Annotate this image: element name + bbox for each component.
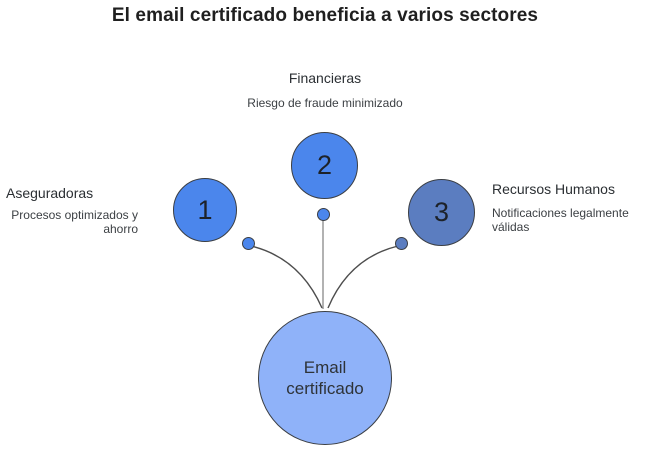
- connector-dot-2: [316, 208, 330, 221]
- sector-node-financieras: 2: [291, 132, 358, 199]
- connector-dot-1: [241, 236, 255, 250]
- sector-node-3-number: 3: [433, 197, 450, 227]
- sector-label-recursos-humanos: Recursos Humanos: [492, 181, 615, 197]
- center-node-label: Email certificado: [286, 357, 364, 398]
- sector-node-2-number: 2: [316, 150, 333, 180]
- connector-left-curve: [250, 245, 323, 309]
- connector-dot-3: [394, 236, 408, 250]
- sector-node-recursos-humanos: 3: [408, 179, 475, 246]
- sector-benefit-aseguradoras: Procesos optimizados y ahorro: [11, 208, 138, 236]
- sector-label-financieras: Financieras: [288, 70, 362, 86]
- center-node-email-certificado: Email certificado: [258, 311, 392, 445]
- sector-node-1-number: 1: [197, 194, 213, 225]
- sector-benefit-recursos-humanos: Notificaciones legalmente válidas: [492, 206, 629, 234]
- sector-label-aseguradoras: Aseguradoras: [6, 185, 94, 201]
- sector-benefit-financieras: Riesgo de fraude minimizado: [247, 96, 403, 110]
- sector-node-aseguradoras: 1: [173, 178, 237, 242]
- connector-right-curve: [327, 245, 399, 309]
- diagram-title: El email certificado beneficia a varios …: [111, 5, 539, 26]
